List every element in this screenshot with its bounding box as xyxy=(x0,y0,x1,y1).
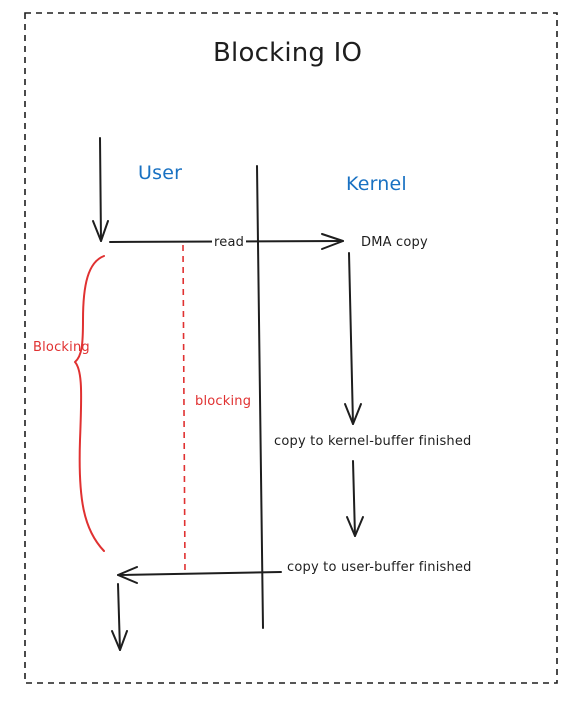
kernel-lane-label: Kernel xyxy=(346,173,407,195)
dma-copy-arrow xyxy=(344,252,362,425)
user-buffer-finished-label: copy to user-buffer finished xyxy=(287,560,472,575)
user-start-arrow xyxy=(92,137,109,242)
blocking-brace xyxy=(74,255,105,552)
blocking-brace-label: Blocking xyxy=(33,340,90,355)
kernel-to-user-copy-arrow xyxy=(346,460,364,537)
user-end-arrow xyxy=(111,583,128,651)
diagram-frame xyxy=(24,12,558,684)
kernel-buffer-finished-label: copy to kernel-buffer finished xyxy=(274,434,472,449)
blocking-dashed-line xyxy=(182,244,186,573)
user-kernel-divider xyxy=(256,165,264,629)
diagram-title: Blocking IO xyxy=(213,38,363,68)
read-step-label: read xyxy=(212,235,247,250)
dma-copy-label: DMA copy xyxy=(361,235,428,250)
blocking-dashed-label: blocking xyxy=(195,394,252,409)
return-arrow xyxy=(117,566,282,584)
user-lane-label: User xyxy=(138,162,183,184)
